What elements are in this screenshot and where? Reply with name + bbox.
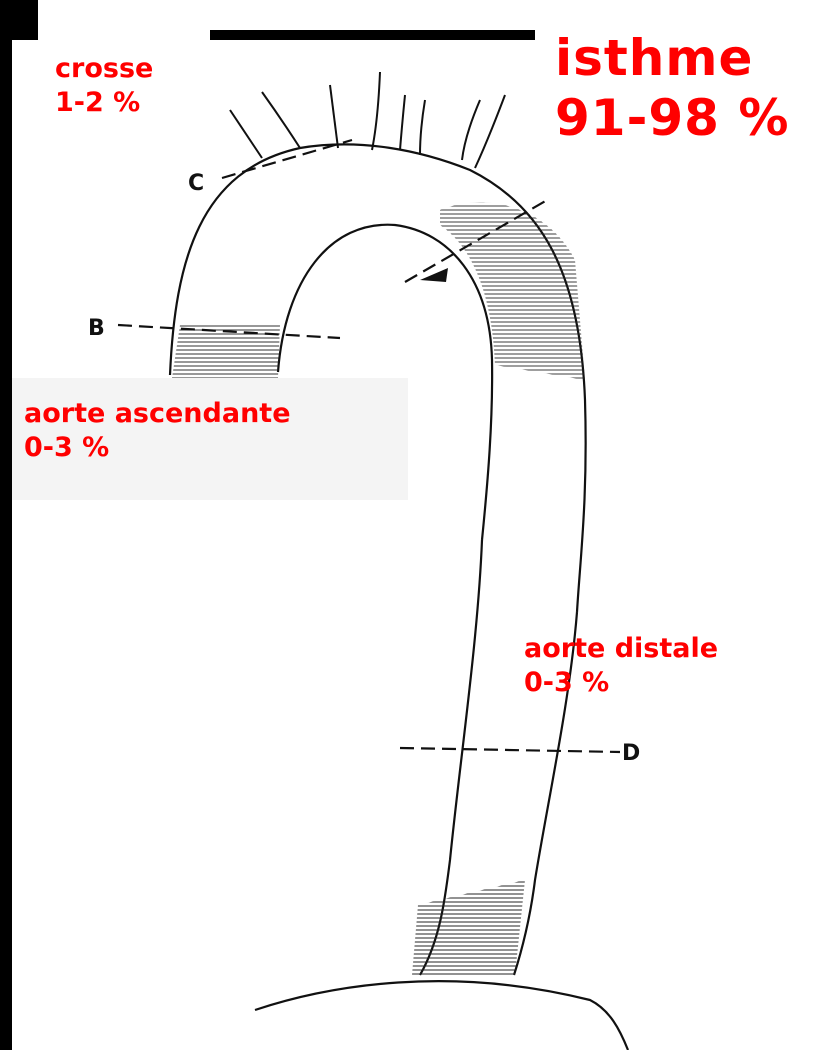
crosse-value: 1-2 %	[55, 86, 153, 120]
isthme-label: isthme 91-98 %	[555, 28, 789, 148]
branch-vessels	[230, 72, 505, 168]
marker-c: C	[188, 171, 204, 196]
shading-bands	[172, 202, 585, 975]
ascendante-value: 0-3 %	[24, 431, 291, 465]
distale-value: 0-3 %	[524, 666, 718, 700]
marker-b: B	[88, 316, 105, 341]
crosse-label: crosse 1-2 %	[55, 52, 153, 120]
ascendante-label: aorte ascendante 0-3 %	[24, 397, 291, 465]
isthme-name: isthme	[555, 28, 789, 88]
ascendante-name: aorte ascendante	[24, 397, 291, 431]
crosse-name: crosse	[55, 52, 153, 86]
distale-name: aorte distale	[524, 632, 718, 666]
marker-d: D	[622, 741, 640, 766]
distale-label: aorte distale 0-3 %	[524, 632, 718, 700]
isthme-value: 91-98 %	[555, 88, 789, 148]
